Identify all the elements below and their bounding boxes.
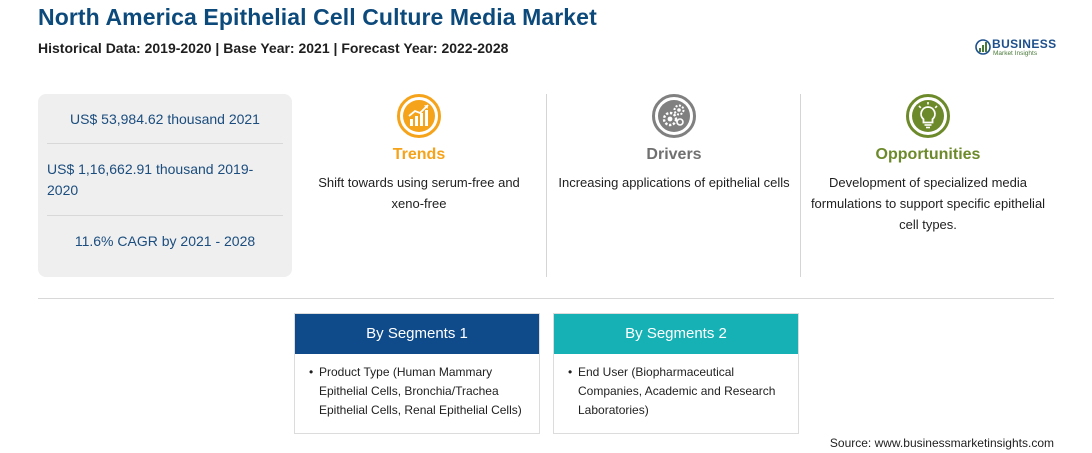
stat-market-size-historical: US$ 1,16,662.91 thousand 2019-2020 <box>47 161 254 198</box>
opportunities-column: Opportunities Development of specialized… <box>810 94 1046 235</box>
logo-mark-icon <box>975 39 991 55</box>
stat-cagr: 11.6% CAGR by 2021 - 2028 <box>74 233 256 249</box>
stat-market-size-2021: US$ 53,984.62 thousand 2021 <box>70 111 260 127</box>
growth-chart-icon <box>397 94 441 138</box>
source-note: Source: www.businessmarketinsights.com <box>829 436 1054 450</box>
logo-tagline: Market Insights <box>993 50 1038 57</box>
page-title: North America Epithelial Cell Culture Me… <box>38 4 597 30</box>
segment-card-1: By Segments 1 Product Type (Human Mammar… <box>294 313 540 434</box>
stats-panel: US$ 53,984.62 thousand 2021 US$ 1,16,662… <box>38 94 292 277</box>
segment-2-title: By Segments 2 <box>554 314 798 354</box>
brand-logo: BUSINESS Market Insights <box>975 36 1065 60</box>
column-divider <box>800 94 801 277</box>
drivers-heading: Drivers <box>646 146 702 163</box>
stats-divider <box>47 143 283 144</box>
column-divider <box>546 94 547 277</box>
trends-text: Shift towards using serum-free and xeno-… <box>318 175 520 211</box>
segment-card-2: By Segments 2 End User (Biopharmaceutica… <box>553 313 799 434</box>
segment-2-body: End User (Biopharmaceutical Companies, A… <box>554 354 798 420</box>
segment-1-body: Product Type (Human Mammary Epithelial C… <box>295 354 539 420</box>
drivers-column: Drivers Increasing applications of epith… <box>556 94 792 193</box>
stats-divider <box>47 215 283 216</box>
gears-icon <box>652 94 696 138</box>
segment-2-item: End User (Biopharmaceutical Companies, A… <box>568 363 786 420</box>
page-subtitle: Historical Data: 2019-2020 | Base Year: … <box>38 40 509 56</box>
section-divider <box>38 298 1054 299</box>
lightbulb-icon <box>906 94 950 138</box>
drivers-text: Increasing applications of epithelial ce… <box>558 175 790 190</box>
segment-1-item: Product Type (Human Mammary Epithelial C… <box>309 363 527 420</box>
opportunities-heading: Opportunities <box>875 146 981 163</box>
logo-wordmark: BUSINESS <box>992 37 1057 51</box>
opportunities-text: Development of specialized media formula… <box>810 175 1046 232</box>
trends-heading: Trends <box>392 146 446 163</box>
trends-column: Trends Shift towards using serum-free an… <box>301 94 537 214</box>
segment-1-title: By Segments 1 <box>295 314 539 354</box>
